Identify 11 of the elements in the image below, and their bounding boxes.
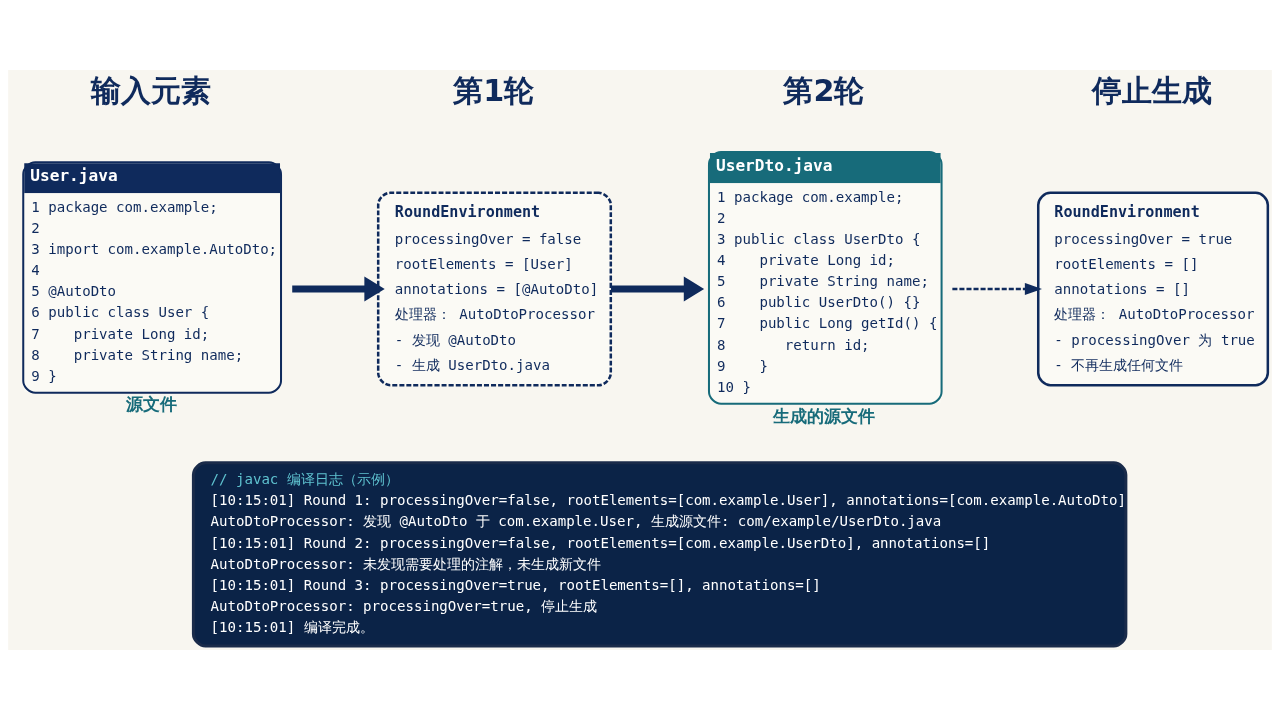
node-box: RoundEnvironment processingOver = true rootElements = [] annotations = [] 处理器： AutoDtoProcessor - processingOver 为 true - 不再生成任何文件	[1037, 191, 1270, 387]
arrow	[952, 283, 1042, 295]
node-box: RoundEnvironment processingOver = false rootElements = [User] annotations = [@AutoDto] 处理器： AutoDtoProcessor - 发现 @AutoDto - 生成 UserDto.java	[376, 191, 613, 387]
arrow	[610, 276, 705, 302]
node-box: // javac 编译日志（示例） [10:15:01] Round 1: processingOver=false, rootElements=[com.example.User], annotations=[com.example.AutoDto] AutoDtoProcessor: 发现 @AutoDto 于 com.example.User, 生成源文件: com/example/UserDto.java [10:15:01] Round 2: processingOver=false, rootElements=[com.example.UserDto], annotations=[] AutoDtoProcessor: 未发现需要处理的注解，未生成新文件 [10:15:01] Round 3: processingOver=true, rootElements=[], annotations=[] AutoDtoProcessor: processingOver=true, 停止生成 [10:15:01] 编译完成。	[191, 461, 1128, 648]
node-label: 源文件	[125, 394, 177, 415]
label: 输入元素	[91, 73, 212, 109]
label: 第2轮	[783, 73, 865, 109]
label: 停止生成	[1092, 73, 1213, 109]
label: 第1轮	[453, 73, 535, 109]
node-label: 生成的源文件	[772, 405, 875, 426]
